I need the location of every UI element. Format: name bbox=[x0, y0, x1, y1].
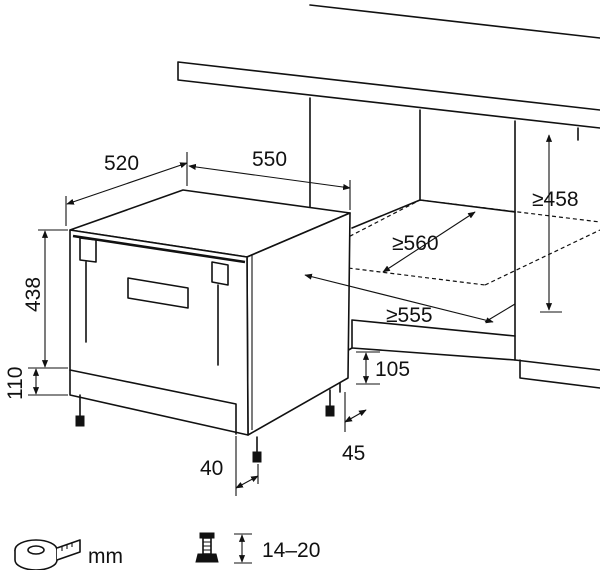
label-depth: 520 bbox=[104, 152, 139, 175]
label-niche-depth: ≥555 bbox=[386, 304, 433, 327]
countertop bbox=[177, 4, 600, 129]
dim-rear-offset-line bbox=[344, 409, 367, 423]
label-plinth: 110 bbox=[4, 367, 27, 400]
dim-niche-depth-line bbox=[304, 273, 494, 324]
dishwasher-plinth-line bbox=[69, 369, 237, 435]
label-niche-plinth: 105 bbox=[375, 358, 410, 381]
dim-side-offset-line bbox=[235, 475, 259, 489]
niche-back-walls bbox=[309, 97, 579, 213]
label-niche-height: ≥458 bbox=[532, 188, 579, 211]
label-side-offset: 40 bbox=[200, 457, 223, 480]
hinge-right bbox=[211, 261, 229, 366]
dim-depth-line bbox=[66, 162, 188, 205]
dishwasher-top-band bbox=[72, 234, 246, 264]
right-cabinet bbox=[514, 211, 600, 389]
label-rear-offset: 45 bbox=[342, 442, 365, 465]
foot-rear-right bbox=[325, 389, 335, 417]
niche-floor-dashed bbox=[299, 199, 600, 286]
label-niche-width: ≥560 bbox=[392, 232, 439, 255]
dimension-lines bbox=[28, 134, 562, 496]
dishwasher bbox=[69, 189, 351, 463]
adjustable-foot-icon bbox=[195, 532, 219, 563]
foot-front-left bbox=[75, 394, 85, 427]
tape-measure-icon bbox=[14, 539, 81, 570]
hinge-left bbox=[79, 237, 97, 343]
dishwasher-front bbox=[69, 229, 249, 436]
dim-width-line bbox=[188, 163, 351, 191]
legend-unit: mm bbox=[88, 545, 123, 568]
legend: mm 14–20 bbox=[14, 532, 320, 570]
dimension-labels: 520 550 438 110 ≥560 ≥555 ≥458 105 45 40 bbox=[4, 148, 579, 480]
legend-foot-range: 14–20 bbox=[262, 539, 320, 562]
control-panel bbox=[127, 277, 189, 309]
label-width: 550 bbox=[252, 148, 287, 171]
label-height: 438 bbox=[22, 277, 45, 312]
foot-front-right bbox=[252, 436, 262, 463]
dim-niche-width-line bbox=[382, 211, 476, 273]
niche-floor bbox=[351, 199, 516, 361]
